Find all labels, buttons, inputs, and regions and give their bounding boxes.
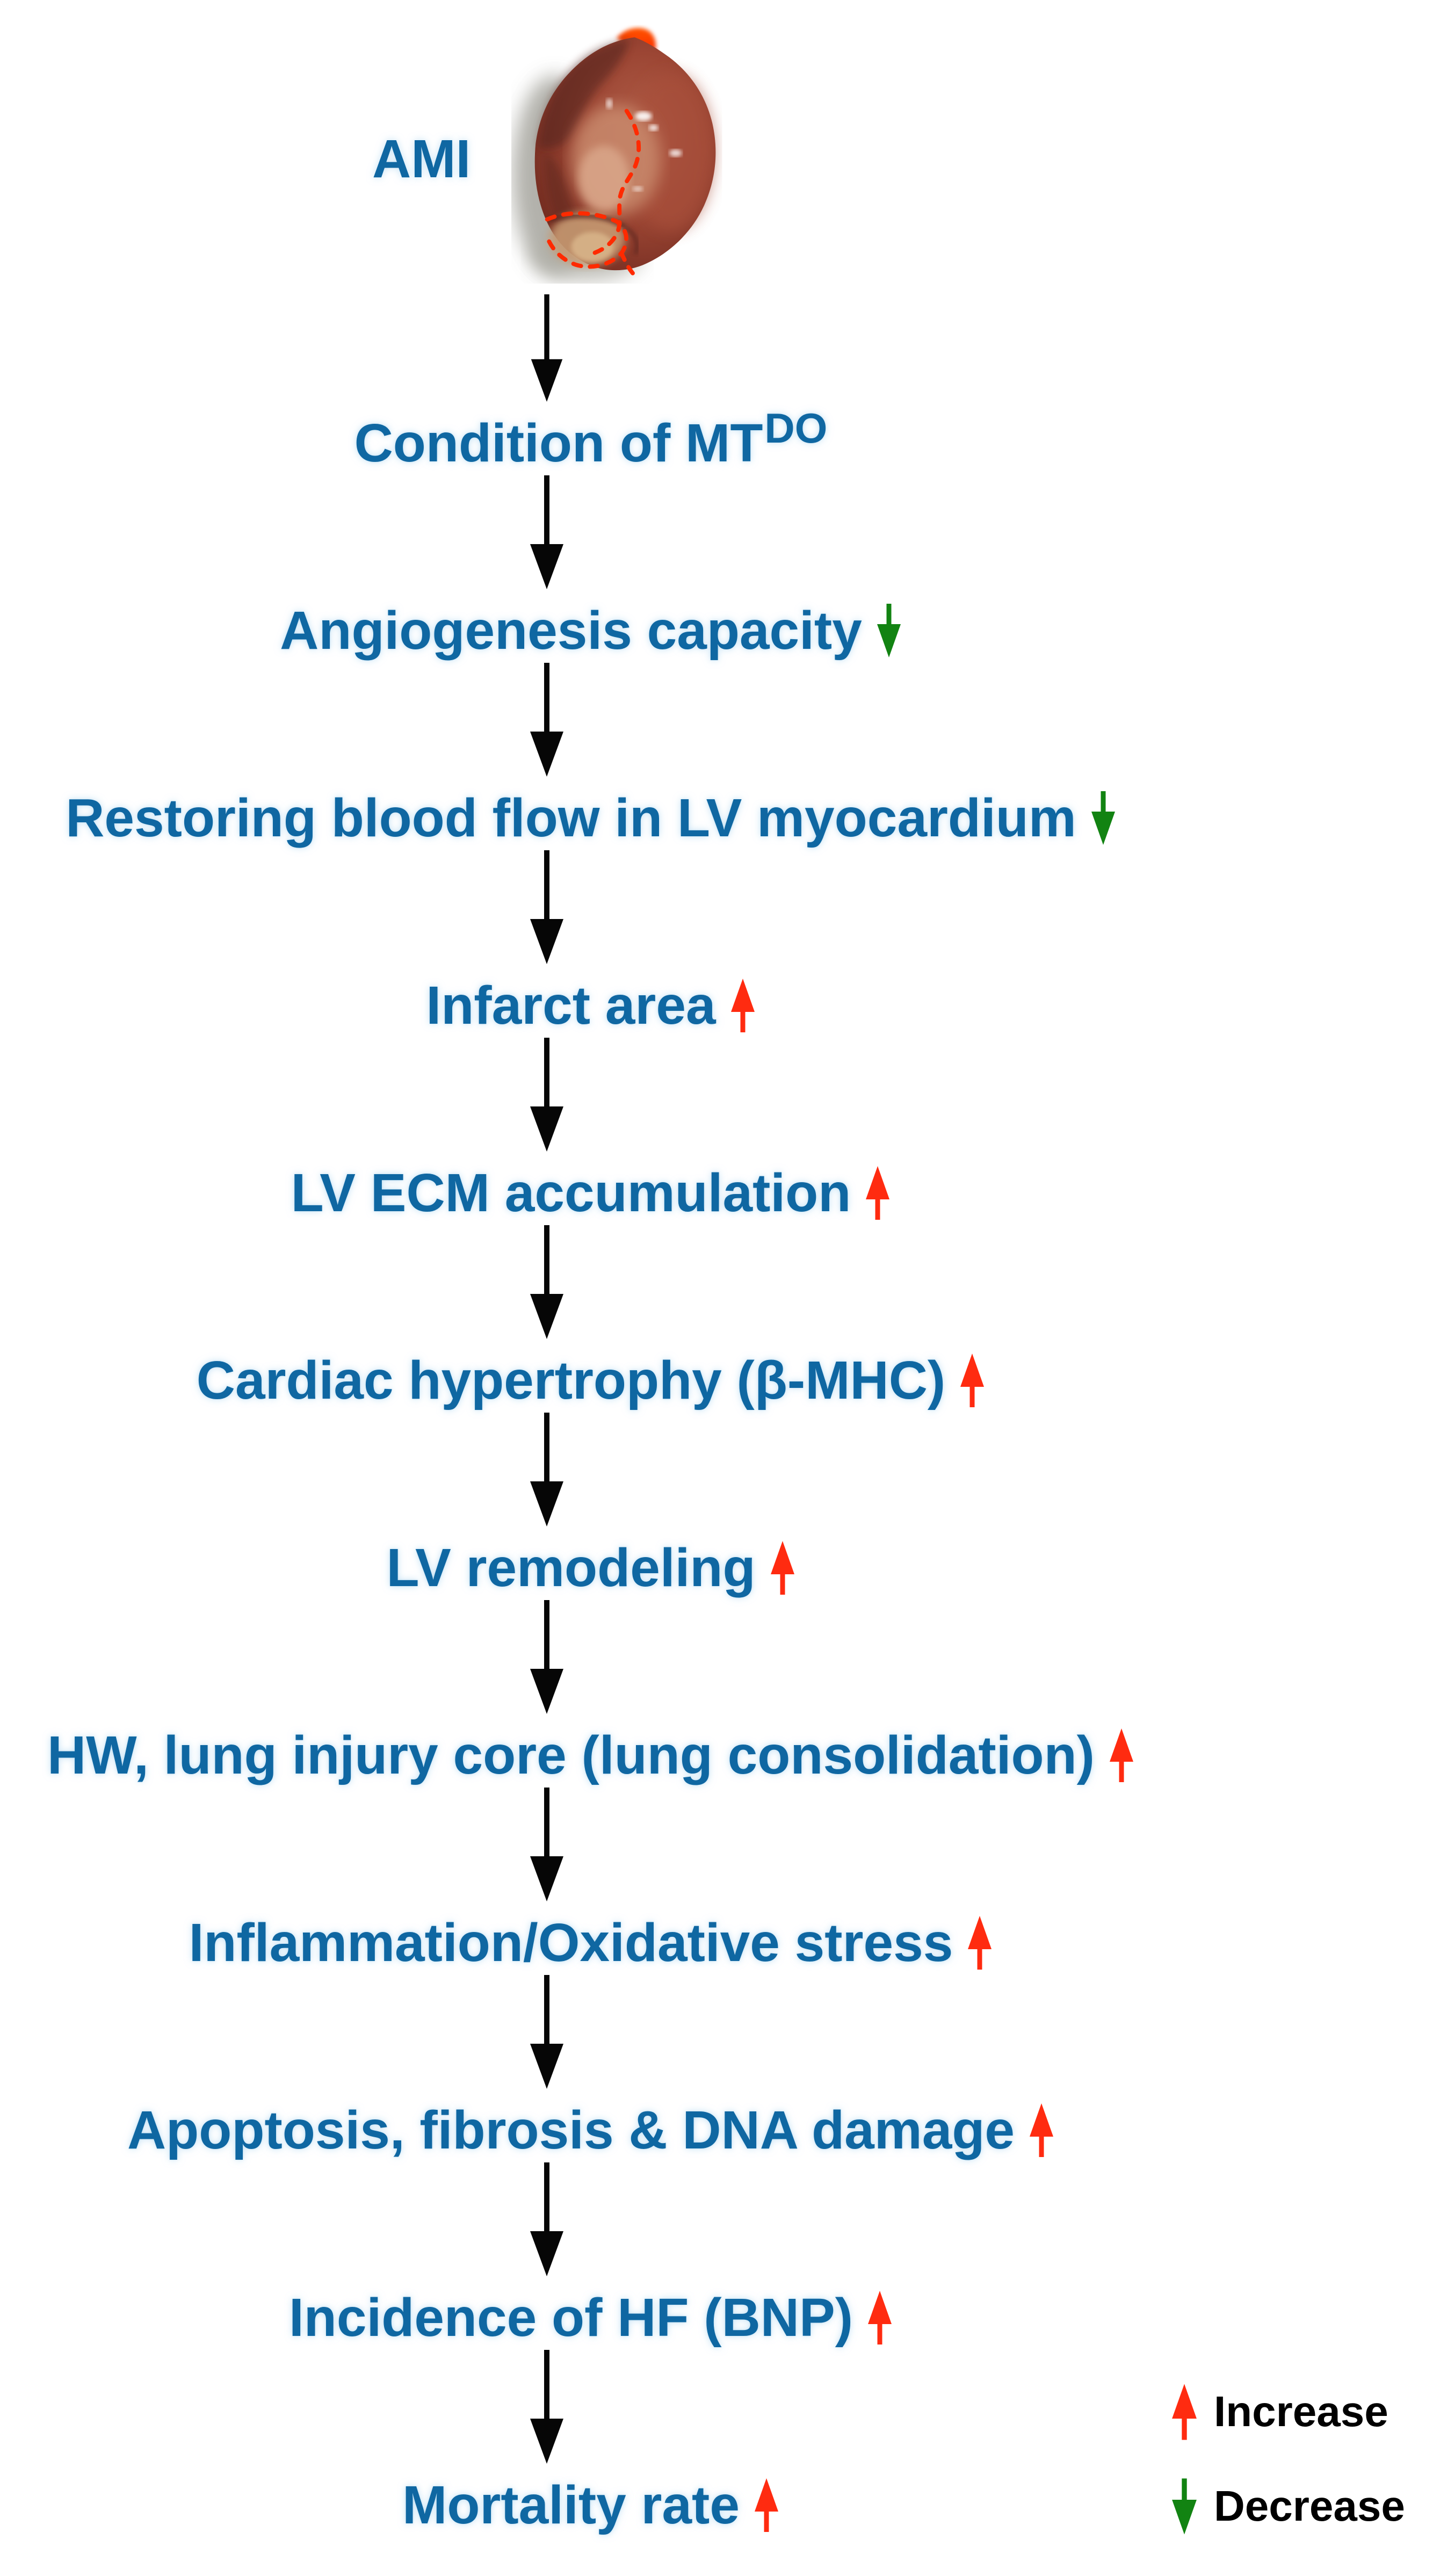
flow-step: Infarct area — [0, 968, 1182, 1043]
flow-step-label: Condition of MTDO — [354, 404, 828, 473]
flow-step-label: Apoptosis, fibrosis & DNA damage — [127, 2100, 1015, 2160]
increase-arrow-icon — [1109, 1728, 1134, 1782]
flow-step: HW, lung injury core (lung consolidation… — [0, 1718, 1182, 1793]
flow-step: Angiogenesis capacity — [0, 593, 1182, 668]
heart-photo — [512, 27, 716, 281]
flow-step: LV ECM accumulation — [0, 1155, 1182, 1231]
start-label-ami: AMI — [372, 129, 471, 189]
flow-step: Cardiac hypertrophy (β-MHC) — [0, 1343, 1182, 1418]
flow-connector-arrow — [530, 1413, 563, 1526]
legend-item-decrease: Decrease — [1171, 2474, 1405, 2538]
flow-connector-arrow — [530, 2350, 563, 2464]
flow-step-label: Incidence of HF (BNP) — [288, 2288, 853, 2348]
increase-arrow-icon — [770, 1541, 795, 1595]
infarct-dashed-outline — [590, 108, 641, 256]
increase-arrow-icon — [1171, 2383, 1198, 2440]
flow-connector-arrow — [530, 1225, 563, 1339]
flow-connector-arrow — [530, 1038, 563, 1152]
increase-arrow-icon — [967, 1916, 993, 1970]
flow-step-label: LV ECM accumulation — [291, 1163, 851, 1223]
decrease-arrow-icon — [876, 604, 902, 657]
flow-connector-arrow — [530, 2162, 563, 2276]
flow-connector-arrow — [530, 294, 563, 402]
decrease-arrow-icon — [1090, 791, 1116, 845]
legend-item-increase: Increase — [1171, 2379, 1388, 2444]
flow-step-label: Restoring blood flow in LV myocardium — [66, 788, 1076, 848]
flow-step-label: Cardiac hypertrophy (β-MHC) — [196, 1350, 946, 1410]
flow-step: Condition of MTDO — [0, 404, 1182, 481]
flow-step-label: LV remodeling — [386, 1538, 756, 1598]
increase-arrow-icon — [865, 1166, 891, 1220]
decrease-arrow-icon — [1171, 2478, 1198, 2535]
legend-label-increase: Increase — [1214, 2387, 1388, 2435]
flow-connector-arrow — [530, 1788, 563, 1901]
flow-connector-arrow — [530, 1600, 563, 1714]
flow-step-superscript: DO — [764, 404, 828, 452]
increase-arrow-icon — [730, 979, 756, 1032]
flow-connector-arrow — [530, 850, 563, 964]
flow-step: Incidence of HF (BNP) — [0, 2280, 1182, 2355]
flow-step-label: HW, lung injury core (lung consolidation… — [47, 1725, 1095, 1785]
increase-arrow-icon — [754, 2478, 779, 2532]
flow-step: LV remodeling — [0, 1530, 1182, 1605]
increase-arrow-icon — [959, 1354, 985, 1407]
flow-step-label: Inflammation/Oxidative stress — [189, 1913, 953, 1973]
increase-arrow-icon — [1029, 2103, 1054, 2157]
flow-step-label: Angiogenesis capacity — [280, 600, 862, 661]
legend-label-decrease: Decrease — [1214, 2482, 1405, 2530]
increase-arrow-icon — [867, 2291, 893, 2345]
flow-connector-arrow — [530, 1975, 563, 2089]
flow-connector-arrow — [530, 475, 563, 589]
flow-step-label: Mortality rate — [402, 2475, 740, 2535]
flow-connector-arrow — [530, 663, 563, 777]
flow-step: Restoring blood flow in LV myocardium — [0, 780, 1182, 856]
flow-step: Mortality rate — [0, 2468, 1182, 2543]
flow-step: Apoptosis, fibrosis & DNA damage — [0, 2093, 1182, 2168]
flow-step-label: Infarct area — [426, 975, 716, 1036]
flow-step: Inflammation/Oxidative stress — [0, 1905, 1182, 1980]
